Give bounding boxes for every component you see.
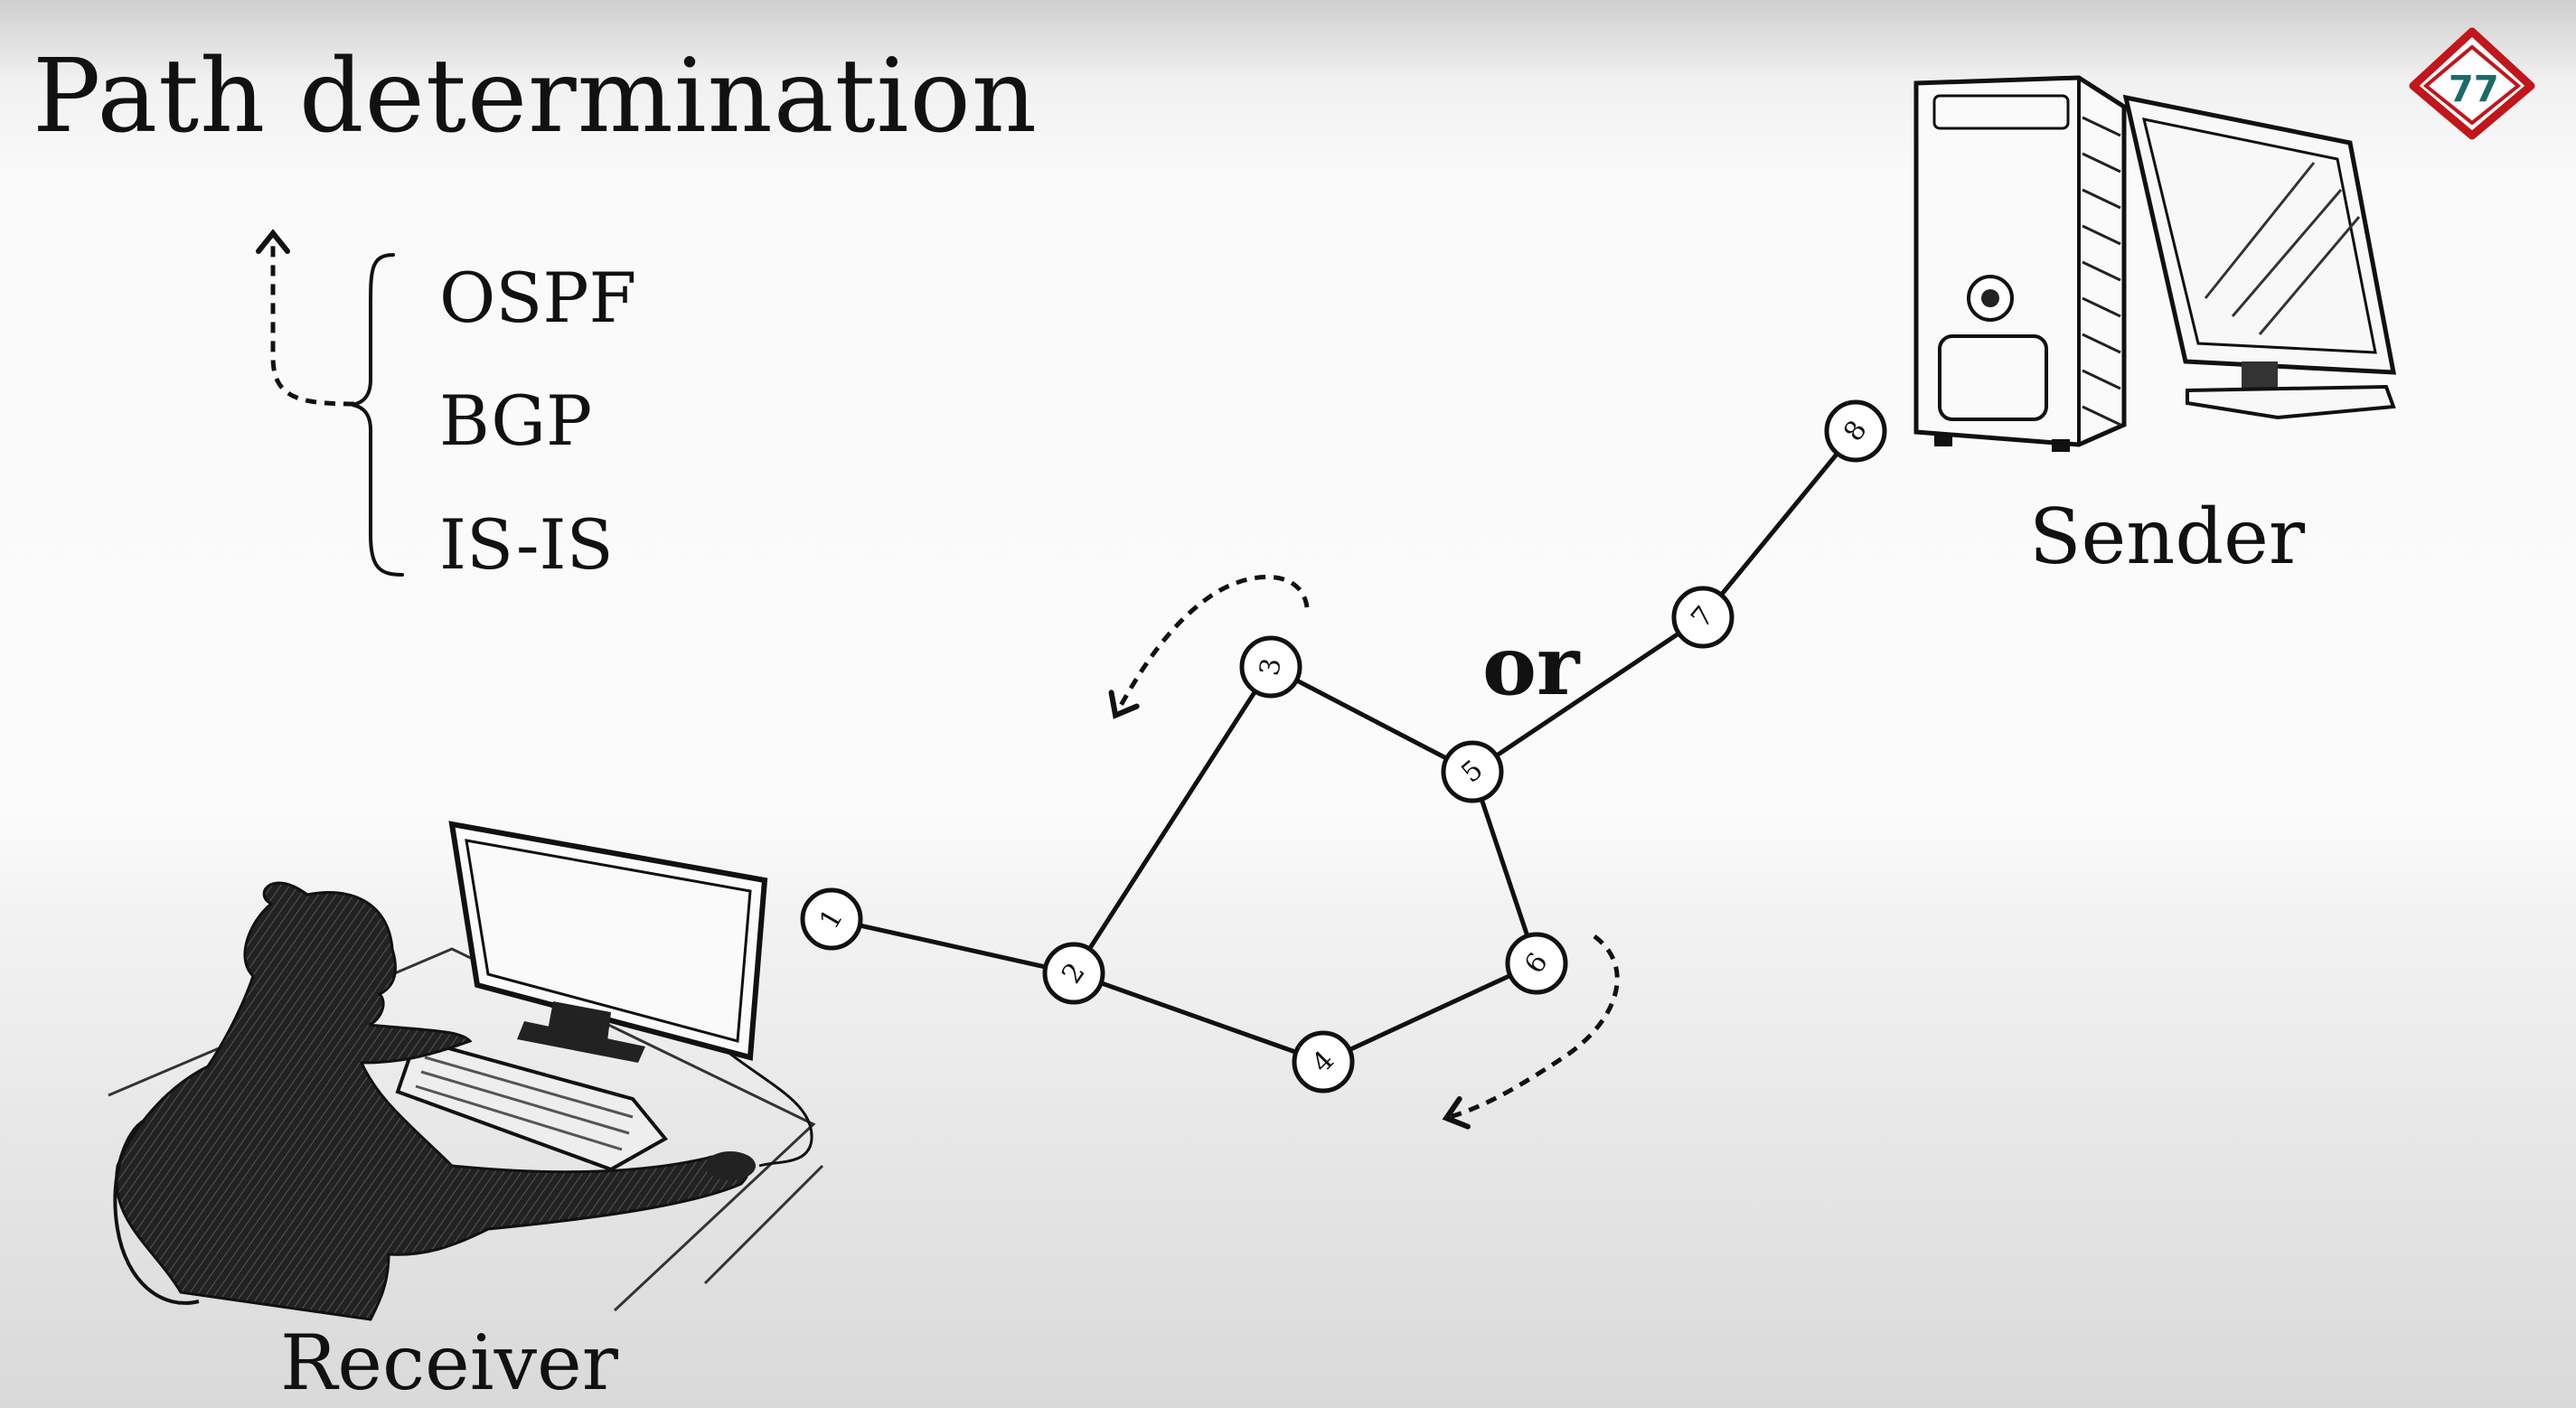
link-1-2 [831,916,1075,976]
link-4-6 [1321,961,1538,1065]
node-7: 7 [1671,586,1735,649]
dashed-arrow-right [1442,934,1620,1130]
link-7-8 [1701,429,1857,619]
node-circle [1292,1030,1355,1094]
node-1: 1 [800,887,863,951]
node-4: 4 [1292,1030,1355,1094]
protocol-brace [352,253,404,577]
node-circle [1239,635,1302,699]
sender-label: Sender [2029,493,2305,581]
node-2: 2 [1042,942,1105,1005]
receiver-label: Receiver [280,1319,618,1407]
network-links [831,429,1857,1065]
node-circle [1824,399,1887,463]
link-5-7 [1471,615,1705,774]
node-circle [1441,740,1504,803]
node-circle [1671,586,1735,649]
node-5: 5 [1441,740,1504,803]
link-2-4 [1073,971,1324,1065]
network-nodes: 1 2 3 4 5 6 7 8 [800,399,1887,1094]
page-title: Path determination [33,38,1038,155]
node-circle [1042,942,1105,1005]
protocol-ospf: OSPF [439,258,637,338]
or-label: or [1482,618,1580,714]
dashed-arrow-left [1108,574,1310,719]
link-2-3 [1071,665,1274,975]
protocol-isis: IS-IS [439,504,614,585]
link-5-6 [1470,771,1539,964]
link-3-5 [1269,664,1474,774]
svg-text:77: 77 [2449,69,2499,110]
node-6: 6 [1505,932,1568,995]
node-circle [800,887,863,951]
node-8: 8 [1824,399,1887,463]
node-3: 3 [1239,635,1302,699]
node-circle [1505,932,1568,995]
protocol-bgp: BGP [439,380,593,461]
person-at-computer-icon [108,821,824,1321]
channel-logo-icon: 77 [2409,27,2535,140]
tower-computer-icon [1913,75,2397,452]
dashed-up-arrow [256,229,355,407]
